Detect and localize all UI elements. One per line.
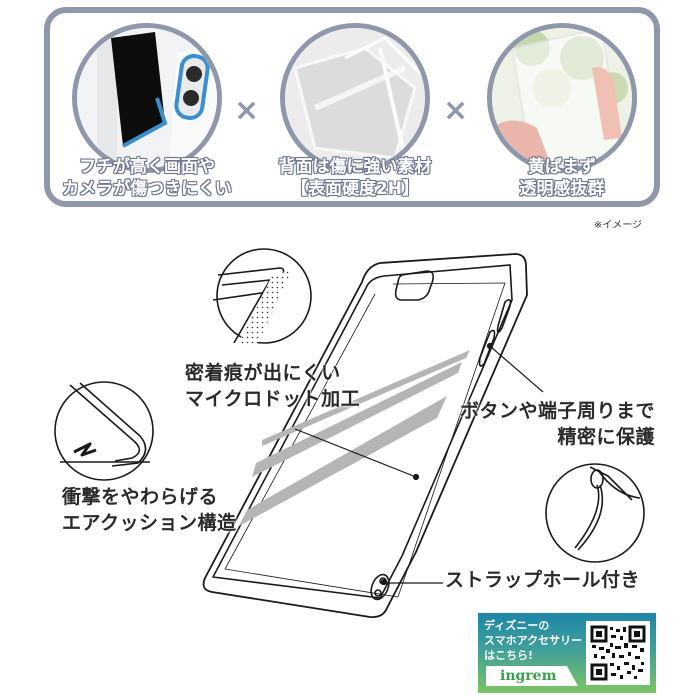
case-inner xyxy=(212,264,513,599)
times-icon: × xyxy=(234,93,260,128)
camera-cutout xyxy=(394,270,434,301)
transparent-case-photo xyxy=(487,23,637,173)
microdot-detail-circle xyxy=(212,248,312,345)
raised-edge-photo xyxy=(72,23,222,173)
image-note: ※イメージ xyxy=(593,220,642,231)
strap-callout: ストラップホール付き xyxy=(445,569,641,591)
times-icon: × xyxy=(443,93,469,128)
banner-text: ディズニーの スマホアクセサリー はこちら! xyxy=(484,619,583,662)
reflection-stripes xyxy=(239,350,470,526)
case-outer xyxy=(202,253,528,618)
hard-back-photo xyxy=(280,23,430,173)
button-cutout-2 xyxy=(478,329,496,367)
hand-holding-case-illustration xyxy=(492,28,632,168)
feature-raised-edge: フチが高く画面や カメラが傷つきにくい xyxy=(61,23,233,213)
strap-detail-circle xyxy=(545,463,645,563)
feature-transparent-text: 黄ばまず 透明感抜群 xyxy=(519,156,605,199)
phone-camera-illustration xyxy=(77,28,217,168)
feature-hard-back-text: 背面は傷に強い素材 【表面硬度2H】 xyxy=(278,156,432,199)
feature-hard-back: 背面は傷に強い素材 【表面硬度2H】 xyxy=(278,23,432,213)
ingrem-banner[interactable]: ディズニーの スマホアクセサリー はこちら! ingrem xyxy=(478,613,656,693)
microdot-callout: 密着痕が出にくい マイクロドット加工 xyxy=(185,362,361,410)
aircushion-callout: 衝撃をやわらげる エアクッション構造 xyxy=(62,486,237,534)
button-cutout-1 xyxy=(496,298,512,334)
qr-code-icon[interactable] xyxy=(586,621,650,685)
clear-case-illustration xyxy=(285,28,425,168)
ingrem-logo[interactable]: ingrem xyxy=(486,666,578,686)
aircushion-detail-circle xyxy=(54,381,154,481)
buttons-callout: ボタンや端子周りまで 精密に保護 xyxy=(459,400,655,448)
feature-transparent: 黄ばまず 透明感抜群 xyxy=(487,23,637,213)
feature-panel: フチが高く画面や カメラが傷つきにくい × 背面は傷に強い素材 【表面硬度2H】… xyxy=(44,7,660,207)
feature-raised-edge-text: フチが高く画面や カメラが傷つきにくい xyxy=(61,156,232,199)
strap-hole xyxy=(370,573,390,601)
